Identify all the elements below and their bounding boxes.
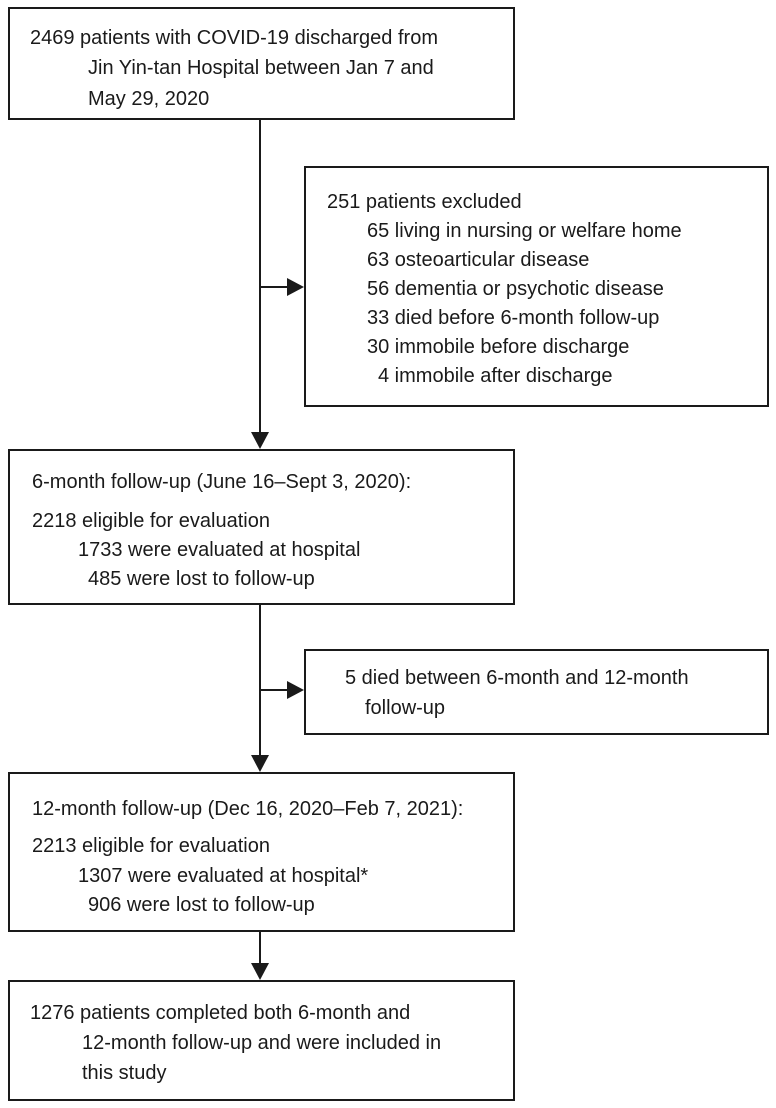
six-month-eligible: 2218 eligible for evaluation	[32, 510, 270, 532]
excluded-item: 63 osteoarticular disease	[367, 249, 590, 271]
twelve-month-eligible: 2213 eligible for evaluation	[32, 835, 270, 857]
arrowhead-six-month	[251, 432, 269, 449]
included-in-study-box: 1276 patients completed both 6-month and…	[8, 980, 515, 1101]
died-between-box: 5 died between 6-month and 12-month foll…	[304, 649, 769, 735]
discharged-line-2: Jin Yin-tan Hospital between Jan 7 and	[88, 57, 434, 79]
arrowhead-excluded	[287, 278, 304, 296]
excluded-item: 33 died before 6-month follow-up	[367, 307, 660, 329]
included-line-1: 1276 patients completed both 6-month and	[30, 1002, 411, 1024]
excluded-title: 251 patients excluded	[327, 191, 522, 213]
discharged-line-3: May 29, 2020	[88, 88, 210, 110]
excluded-item: 56 dementia or psychotic disease	[367, 278, 664, 300]
six-month-evaluated: 1733 were evaluated at hospital	[78, 539, 361, 561]
discharged-patients-box: 2469 patients with COVID-19 discharged f…	[8, 7, 515, 120]
arrowhead-included	[251, 963, 269, 980]
excluded-item: 65 living in nursing or welfare home	[367, 220, 682, 242]
six-month-title: 6-month follow-up (June 16–Sept 3, 2020)…	[32, 471, 412, 493]
included-line-2: 12-month follow-up and were included in	[82, 1032, 442, 1054]
excluded-patients-box: 251 patients excluded 65 living in nursi…	[304, 166, 769, 407]
twelve-month-lost: 906 were lost to follow-up	[88, 894, 315, 916]
discharged-line-1: 2469 patients with COVID-19 discharged f…	[30, 27, 438, 49]
included-line-3: this study	[82, 1062, 167, 1084]
died-between-line-1: 5 died between 6-month and 12-month	[345, 667, 689, 689]
excluded-item: 30 immobile before discharge	[367, 336, 630, 358]
arrowhead-died-between	[287, 681, 304, 699]
twelve-month-follow-up-box: 12-month follow-up (Dec 16, 2020–Feb 7, …	[8, 772, 515, 932]
six-month-follow-up-box: 6-month follow-up (June 16–Sept 3, 2020)…	[8, 449, 515, 605]
excluded-item: 4 immobile after discharge	[378, 365, 613, 387]
twelve-month-evaluated: 1307 were evaluated at hospital*	[78, 865, 369, 887]
died-between-line-2: follow-up	[365, 697, 446, 719]
arrowhead-twelve-month	[251, 755, 269, 772]
twelve-month-title: 12-month follow-up (Dec 16, 2020–Feb 7, …	[32, 798, 464, 820]
six-month-lost: 485 were lost to follow-up	[88, 568, 315, 590]
